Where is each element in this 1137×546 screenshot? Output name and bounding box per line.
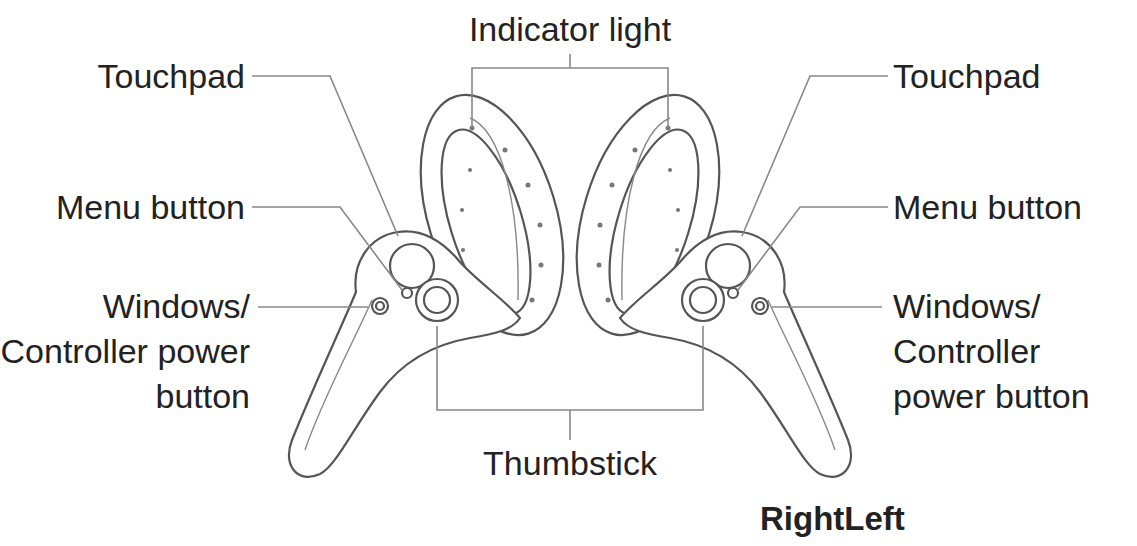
part-label: Windows/ Controller power button [0,284,250,419]
part-label: Menu button [0,186,245,228]
part-label: Menu button [893,186,1133,228]
part-label: Thumbstick [420,442,720,484]
part-label: RightLeft [760,498,1130,540]
part-label: Touchpad [893,55,1123,97]
part-label: Windows/ Controller power button [893,284,1133,419]
part-label: Indicator light [420,8,720,50]
part-label: Touchpad [20,55,245,97]
